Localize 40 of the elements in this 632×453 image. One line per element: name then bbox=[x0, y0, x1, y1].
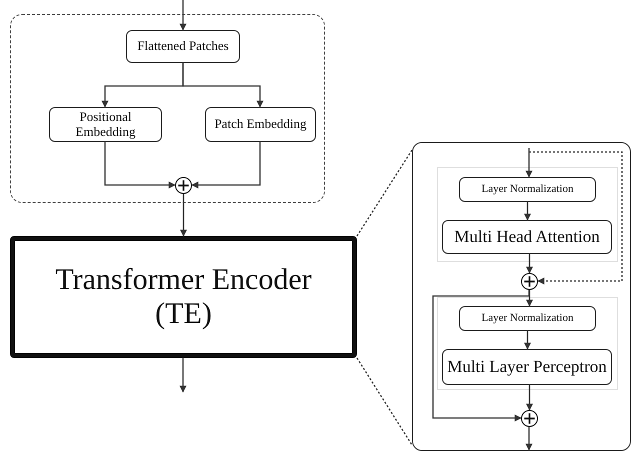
block-outline bbox=[437, 167, 618, 262]
arrow bbox=[182, 63, 264, 108]
arrow bbox=[104, 142, 176, 188]
dotted-connector bbox=[356, 150, 413, 236]
node-label: Transformer Encoder (TE) bbox=[54, 262, 313, 332]
arrow bbox=[526, 290, 533, 307]
process-box bbox=[126, 30, 240, 63]
arrow bbox=[180, 0, 186, 31]
node-label: Flattened Patches bbox=[136, 39, 230, 54]
node-label: Patch Embedding bbox=[213, 117, 308, 132]
arrow bbox=[526, 254, 533, 274]
process-box bbox=[205, 107, 316, 142]
process-box bbox=[442, 349, 612, 385]
arrow bbox=[180, 358, 186, 393]
node-label: Layer Normalization bbox=[480, 183, 574, 196]
arrow bbox=[526, 148, 532, 178]
arrow bbox=[191, 142, 261, 188]
sum-circle bbox=[175, 177, 192, 194]
arrow bbox=[524, 331, 531, 350]
process-box bbox=[459, 177, 596, 202]
arrow bbox=[524, 202, 531, 221]
dotted-connector bbox=[529, 151, 623, 284]
dotted-connector bbox=[356, 358, 413, 446]
sum-circle bbox=[521, 410, 538, 427]
detail-panel bbox=[412, 142, 631, 451]
process-box bbox=[442, 220, 612, 254]
sum-circle bbox=[521, 273, 538, 290]
arrow bbox=[432, 290, 530, 422]
process-box bbox=[49, 107, 162, 142]
node-label: Multi Head Attention bbox=[453, 227, 601, 247]
process-box bbox=[459, 306, 596, 331]
node-label: Multi Layer Perceptron bbox=[446, 357, 608, 377]
arrow bbox=[526, 385, 533, 411]
node-label: Layer Normalization bbox=[480, 312, 574, 325]
arrow bbox=[526, 427, 532, 451]
encoder-box bbox=[10, 236, 357, 358]
dashed-group-box bbox=[10, 14, 325, 203]
node-label: Positional Embedding bbox=[74, 110, 136, 140]
block-outline bbox=[437, 297, 618, 390]
arrow bbox=[180, 194, 187, 237]
